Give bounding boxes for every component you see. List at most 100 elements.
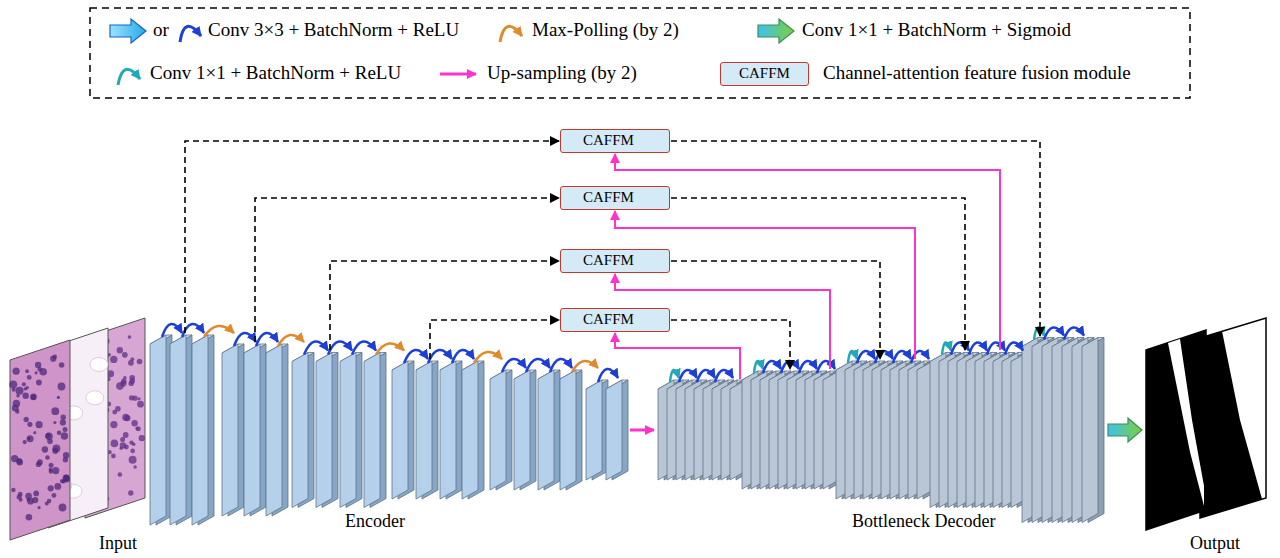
encoder-label: Encoder: [345, 511, 405, 531]
nucleus-dot: [122, 352, 128, 358]
output-mask-region: [1200, 331, 1262, 518]
nucleus-dot: [52, 493, 57, 498]
nucleus-dot: [30, 394, 37, 401]
nucleus-dot: [15, 409, 19, 413]
operation-arrow: [893, 351, 911, 363]
nucleus-dot: [117, 347, 123, 353]
nucleus-dot: [38, 506, 41, 509]
nucleus-dot: [58, 383, 66, 391]
nucleus-dot: [137, 397, 140, 400]
module-name: CAFFM: [583, 187, 647, 208]
nucleus-dot: [19, 498, 23, 502]
nucleus-dot: [54, 483, 61, 490]
nucleus-dot: [124, 415, 130, 421]
upsample-wire: [615, 211, 915, 359]
nucleus-dot: [53, 355, 57, 359]
operation-arrow: [204, 326, 234, 337]
legend-text: Max-Polling (by 2): [532, 19, 679, 41]
operation-arrow: [857, 351, 875, 363]
operation-arrow: [987, 342, 1005, 354]
nucleus-dot: [27, 437, 31, 441]
output-mask: [1146, 330, 1206, 530]
output-label: Output: [1190, 533, 1240, 553]
skip-connection: [185, 141, 559, 333]
output-mask: [1200, 318, 1266, 518]
nucleus-dot: [35, 362, 41, 368]
nucleus-dot: [13, 400, 21, 408]
skip-connection: [430, 320, 559, 359]
module-name: CAFFM: [583, 250, 647, 271]
nucleus-dot: [16, 459, 23, 466]
operation-arrow: [817, 361, 835, 373]
conv-curve-icon: [180, 26, 201, 42]
nucleus-dot: [130, 357, 134, 361]
nucleus-dot: [36, 462, 42, 468]
operation-arrow: [942, 342, 951, 354]
nucleus-dot: [110, 356, 117, 363]
skip-connection: [330, 261, 559, 350]
feature-slab: [416, 361, 432, 499]
operation-arrow: [328, 341, 352, 354]
nucleus-dot: [23, 440, 27, 444]
nucleus-dot: [12, 388, 16, 392]
module-name: CAFFM: [583, 130, 647, 151]
skip-connection: [671, 320, 790, 369]
caffm-box: CAFFM: [560, 129, 670, 153]
legend-text: Conv 3×3 + BatchNorm + ReLU: [208, 19, 459, 41]
legend-text: Conv 1×1 + BatchNorm + ReLU: [150, 62, 401, 84]
nucleus-dot: [124, 445, 129, 450]
nucleus-dot: [129, 375, 135, 381]
nucleus-dot: [53, 421, 56, 424]
module-name: CAFFM: [583, 309, 647, 330]
nucleus-dot: [49, 463, 54, 468]
nucleus-dot: [63, 427, 68, 432]
pool-curve-icon: [500, 26, 522, 42]
feature-slab: [392, 361, 408, 499]
operation-arrow: [754, 361, 763, 373]
nucleus-dot: [52, 467, 59, 474]
feature-slab: [266, 344, 282, 516]
operation-arrow: [428, 350, 452, 363]
nucleus-dot: [128, 490, 133, 495]
operation-arrow: [452, 350, 474, 363]
fat-cell: [86, 391, 104, 405]
nucleus-dot: [59, 362, 65, 368]
nucleus-dot: [18, 492, 23, 497]
feature-slab: [316, 353, 332, 508]
nucleus-dot: [45, 455, 50, 460]
operation-arrow: [256, 333, 278, 346]
legend-caffm-sample: CAFFM: [720, 62, 809, 86]
operation-arrow: [572, 361, 598, 372]
nucleus-dot: [110, 421, 117, 428]
skip-connection: [671, 261, 880, 359]
nucleus-dot: [136, 426, 141, 431]
operation-arrow: [474, 352, 502, 363]
nucleus-dot: [48, 485, 54, 491]
caffm-box: CAFFM: [560, 249, 670, 273]
feature-slab: [440, 361, 456, 499]
output-mask-region: [1168, 339, 1204, 506]
nucleus-dot: [9, 381, 17, 389]
feature-slab: [244, 344, 260, 516]
operation-arrow: [763, 361, 781, 373]
nucleus-dot: [63, 452, 69, 458]
nucleus-dot: [133, 465, 137, 469]
legend-text: Channel-attention feature fusion module: [823, 62, 1131, 84]
nucleus-dot: [32, 497, 38, 503]
feature-slab: [1082, 338, 1098, 523]
nucleus-dot: [33, 431, 36, 434]
operation-arrow: [352, 341, 376, 354]
operation-arrow: [376, 343, 404, 354]
nucleus-dot: [129, 440, 133, 444]
nucleus-dot: [45, 433, 53, 441]
nucleus-dot: [25, 369, 29, 373]
feature-slab: [364, 353, 380, 508]
nucleus-dot: [62, 480, 66, 484]
nucleus-dot: [61, 432, 68, 439]
nucleus-dot: [51, 407, 59, 415]
nucleus-dot: [57, 431, 62, 436]
feature-slab: [538, 370, 554, 490]
upsample-wire: [615, 333, 740, 379]
operation-arrow: [162, 324, 182, 337]
